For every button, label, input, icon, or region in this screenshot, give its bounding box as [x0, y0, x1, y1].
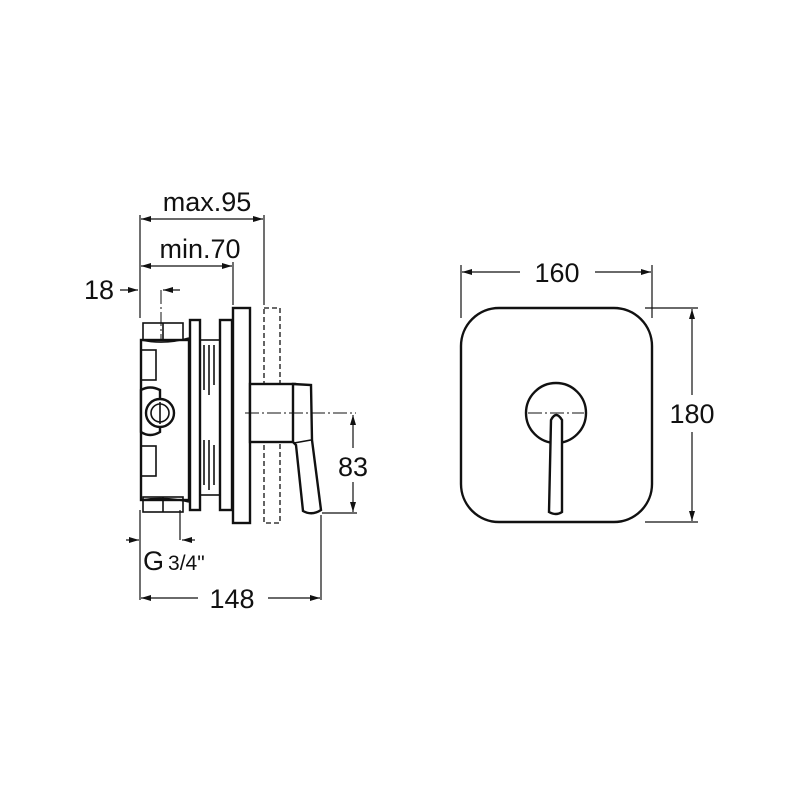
width-label: 160 [534, 258, 579, 288]
ribs [203, 345, 215, 490]
cover-plate [231, 306, 252, 525]
offset-label: 18 [84, 275, 114, 305]
flange [188, 318, 202, 512]
handle-height-label: 83 [338, 452, 368, 482]
min-depth-label: min.70 [159, 234, 240, 264]
height-label: 180 [669, 399, 714, 429]
side-view: max.95 min.70 18 [84, 187, 368, 614]
front-view: 160 180 [459, 258, 715, 524]
handle-lever [291, 382, 323, 515]
flange [218, 318, 234, 512]
front-handle-lever [547, 413, 564, 516]
total-depth-label: 148 [209, 584, 254, 614]
max-depth-label: max.95 [163, 187, 252, 217]
